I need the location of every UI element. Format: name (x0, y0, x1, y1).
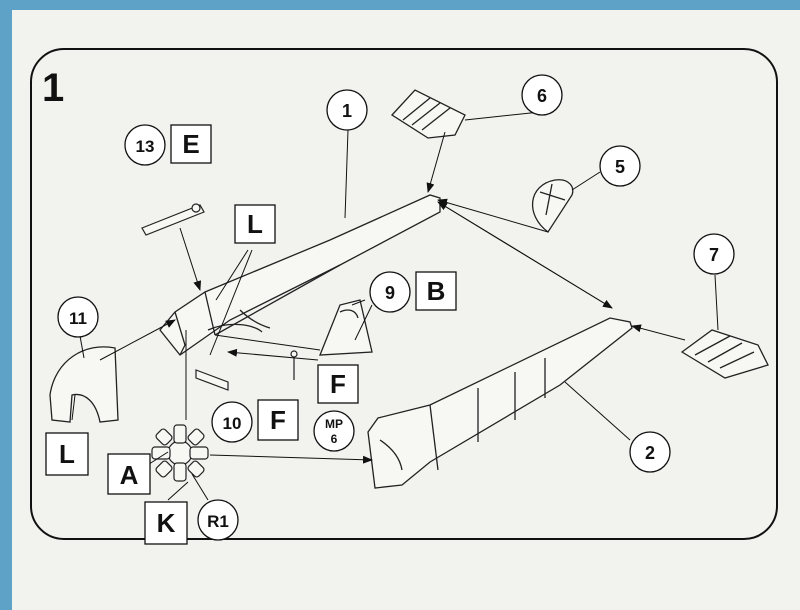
pilot-seat (319, 299, 373, 356)
svg-text:13: 13 (136, 137, 155, 156)
svg-text:F: F (330, 369, 346, 399)
svg-text:A: A (120, 460, 139, 490)
svg-text:F: F (270, 405, 286, 435)
tailplane-left (390, 89, 466, 139)
sprue-box-f-left: F (257, 399, 299, 441)
fuselage-right-half (367, 317, 633, 489)
callout-9: 9 (369, 271, 411, 313)
step-frame (30, 48, 778, 540)
callout-mp6: MP 6 (313, 410, 355, 452)
small-parts (195, 350, 298, 391)
callout-7: 7 (693, 233, 735, 275)
svg-text:B: B (427, 276, 446, 306)
svg-text:9: 9 (385, 283, 395, 303)
fuselage-left-half (159, 194, 441, 356)
svg-text:L: L (59, 439, 75, 469)
svg-text:L: L (247, 209, 263, 239)
engine-cowling (49, 346, 119, 423)
leader-lines (71, 111, 719, 501)
svg-text:R1: R1 (207, 512, 229, 531)
sprue-box-l-top: L (234, 204, 276, 244)
sprue-box-e: E (170, 124, 212, 164)
callout-5: 5 (599, 145, 641, 187)
callout-r1: R1 (197, 499, 239, 541)
callout-11: 11 (57, 296, 99, 338)
callout-13: 13 (124, 124, 166, 166)
svg-text:10: 10 (223, 414, 242, 433)
sprue-box-f-right: F (317, 364, 359, 404)
callout-1: 1 (326, 89, 368, 131)
svg-text:MP: MP (325, 417, 343, 431)
svg-text:K: K (157, 508, 176, 538)
svg-text:6: 6 (331, 432, 338, 446)
radial-engine (151, 424, 209, 482)
sprue-box-a: A (107, 453, 151, 495)
svg-text:6: 6 (537, 86, 547, 106)
sprue-box-l-bottom: L (45, 432, 89, 476)
tail-fin (532, 179, 574, 233)
svg-text:7: 7 (709, 245, 719, 265)
svg-text:1: 1 (342, 101, 352, 121)
callout-6: 6 (521, 74, 563, 116)
svg-text:2: 2 (645, 443, 655, 463)
machine-gun (141, 203, 205, 236)
svg-text:11: 11 (69, 309, 87, 328)
callout-2: 2 (629, 431, 671, 473)
svg-text:5: 5 (615, 157, 625, 177)
sprue-box-k: K (144, 501, 188, 545)
tailplane-right (680, 329, 769, 379)
svg-text:E: E (182, 129, 199, 159)
step-number: 1 (42, 66, 65, 110)
callout-10: 10 (211, 401, 253, 443)
sprue-box-b: B (415, 271, 457, 311)
